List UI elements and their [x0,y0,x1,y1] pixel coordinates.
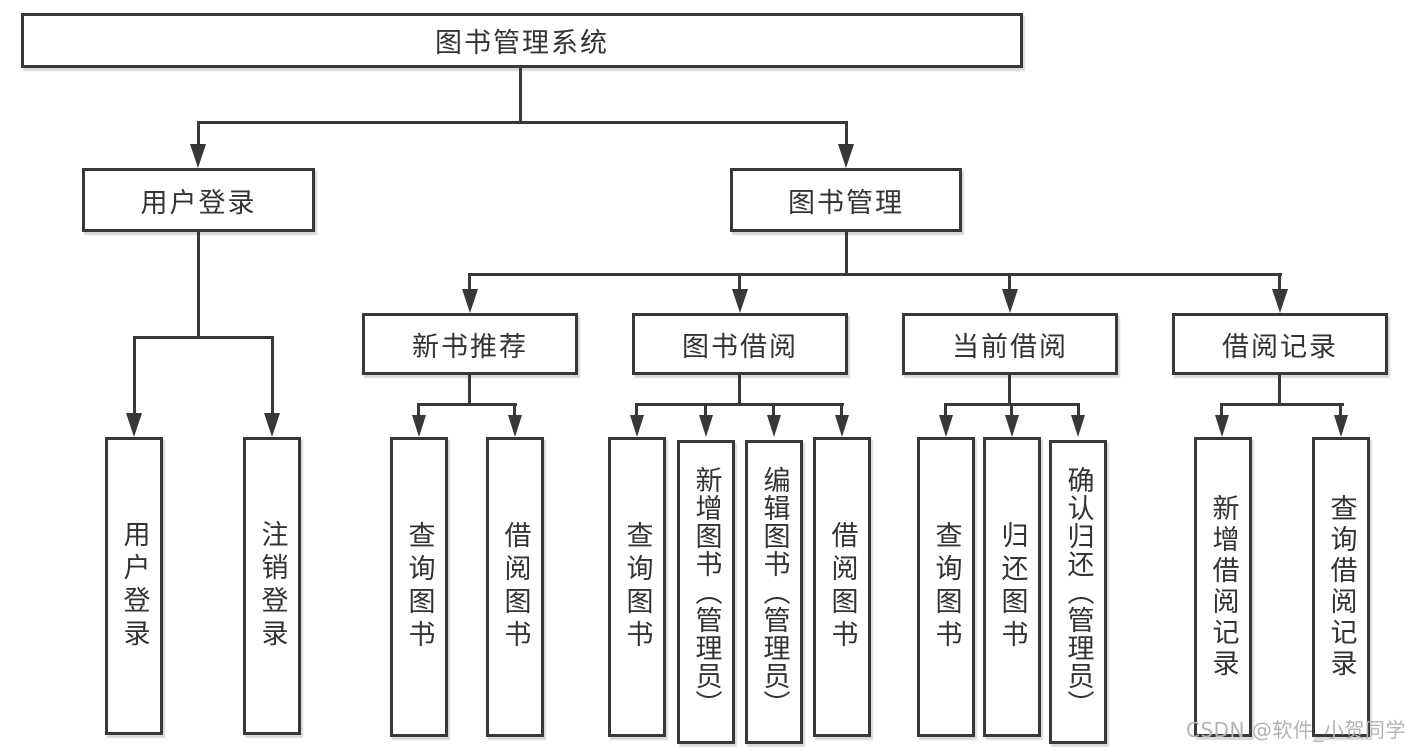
connector [845,232,848,273]
connector [197,232,200,336]
leaf-label: 借阅图书 [826,521,858,653]
connector [738,375,741,403]
arrow-down-icon [939,415,953,437]
arrow-down-icon [1005,415,1019,437]
node-user-login: 用户登录 [82,168,315,232]
connector [1077,403,1080,417]
arrow-down-icon [1334,415,1348,437]
leaf-user-login: 用户登录 [105,437,163,735]
leaf-borrow-books: 借阅图书 [813,437,871,737]
arrow-down-icon [838,144,854,168]
connector [738,273,741,291]
connector [197,121,848,124]
leaf-add-books-admin: 新增图书（管理员） [677,440,735,744]
leaf-label: 用户登录 [118,520,150,652]
arrow-down-icon [462,289,478,313]
connector [635,403,638,417]
connector [133,336,274,339]
leaf-label: 新增图书（管理员） [690,466,722,718]
arrow-down-icon [630,415,644,437]
leaf-label: 借阅图书 [499,521,531,653]
connector [1339,403,1342,417]
connector [1008,375,1011,403]
connector [1010,403,1013,417]
leaf-label: 归还图书 [996,521,1028,653]
node-root-label: 图书管理系统 [435,28,609,59]
arrow-down-icon [1002,289,1018,313]
connector [271,336,274,415]
node-label: 当前借阅 [952,331,1068,363]
leaf-query-books-recommend: 查询图书 [390,437,448,737]
connector [1278,375,1281,403]
leaf-label: 确认归还（管理员） [1062,466,1094,718]
arrow-down-icon [767,415,781,437]
arrow-down-icon [264,413,280,437]
connector [1278,273,1281,291]
connector [513,403,516,417]
connector [772,403,775,417]
leaf-return-books: 归还图书 [983,437,1041,737]
node-book-management: 图书管理 [730,168,962,232]
leaf-label: 注销登录 [256,520,288,652]
csdn-watermark: CSDN @软件_小贺同学 [1186,718,1405,742]
leaf-add-borrow-record: 新增借阅记录 [1194,437,1252,737]
leaf-query-borrow-record: 查询借阅记录 [1312,437,1370,737]
leaf-edit-books-admin: 编辑图书（管理员） [745,440,803,744]
arrow-down-icon [1215,415,1229,437]
arrow-down-icon [126,413,142,437]
connector [133,336,136,415]
connector [1008,273,1011,291]
leaf-label: 查询图书 [621,521,653,653]
connector [1220,403,1223,417]
node-current-borrow: 当前借阅 [902,313,1118,375]
connector [944,403,947,417]
arrow-down-icon [732,289,748,313]
leaf-borrow-books-recommend: 借阅图书 [486,437,544,737]
node-new-book-recommend: 新书推荐 [362,313,578,375]
node-label: 图书借阅 [682,331,798,363]
connector [468,273,471,291]
node-borrow-records: 借阅记录 [1172,313,1388,375]
connector [635,403,844,406]
node-label: 用户登录 [140,187,257,219]
leaf-label: 查询图书 [930,521,962,653]
arrow-down-icon [412,415,426,437]
leaf-logout: 注销登录 [243,437,301,735]
leaf-confirm-return-admin: 确认归还（管理员） [1049,440,1107,744]
leaf-query-books: 查询图书 [608,437,666,737]
arrow-down-icon [190,144,206,168]
connector [417,403,517,406]
node-label: 借阅记录 [1222,331,1338,363]
connector [468,375,471,403]
node-label: 新书推荐 [412,331,528,363]
node-book-borrow: 图书借阅 [632,313,848,375]
arrow-down-icon [508,415,522,437]
connector [468,273,1282,276]
connector [840,403,843,417]
leaf-label: 查询图书 [403,521,435,653]
leaf-label: 编辑图书（管理员） [758,466,790,718]
arrow-down-icon [835,415,849,437]
connector [704,403,707,417]
connector [417,403,420,417]
connector [519,68,522,121]
arrow-down-icon [1272,289,1288,313]
arrow-down-icon [699,415,713,437]
connector [1220,403,1344,406]
leaf-label: 查询借阅记录 [1325,494,1357,680]
node-root: 图书管理系统 [21,13,1023,68]
connector [845,121,848,147]
node-label: 图书管理 [788,187,904,219]
leaf-query-books-current: 查询图书 [917,437,975,737]
arrow-down-icon [1071,415,1085,437]
leaf-label: 新增借阅记录 [1207,494,1239,680]
connector [197,121,200,147]
